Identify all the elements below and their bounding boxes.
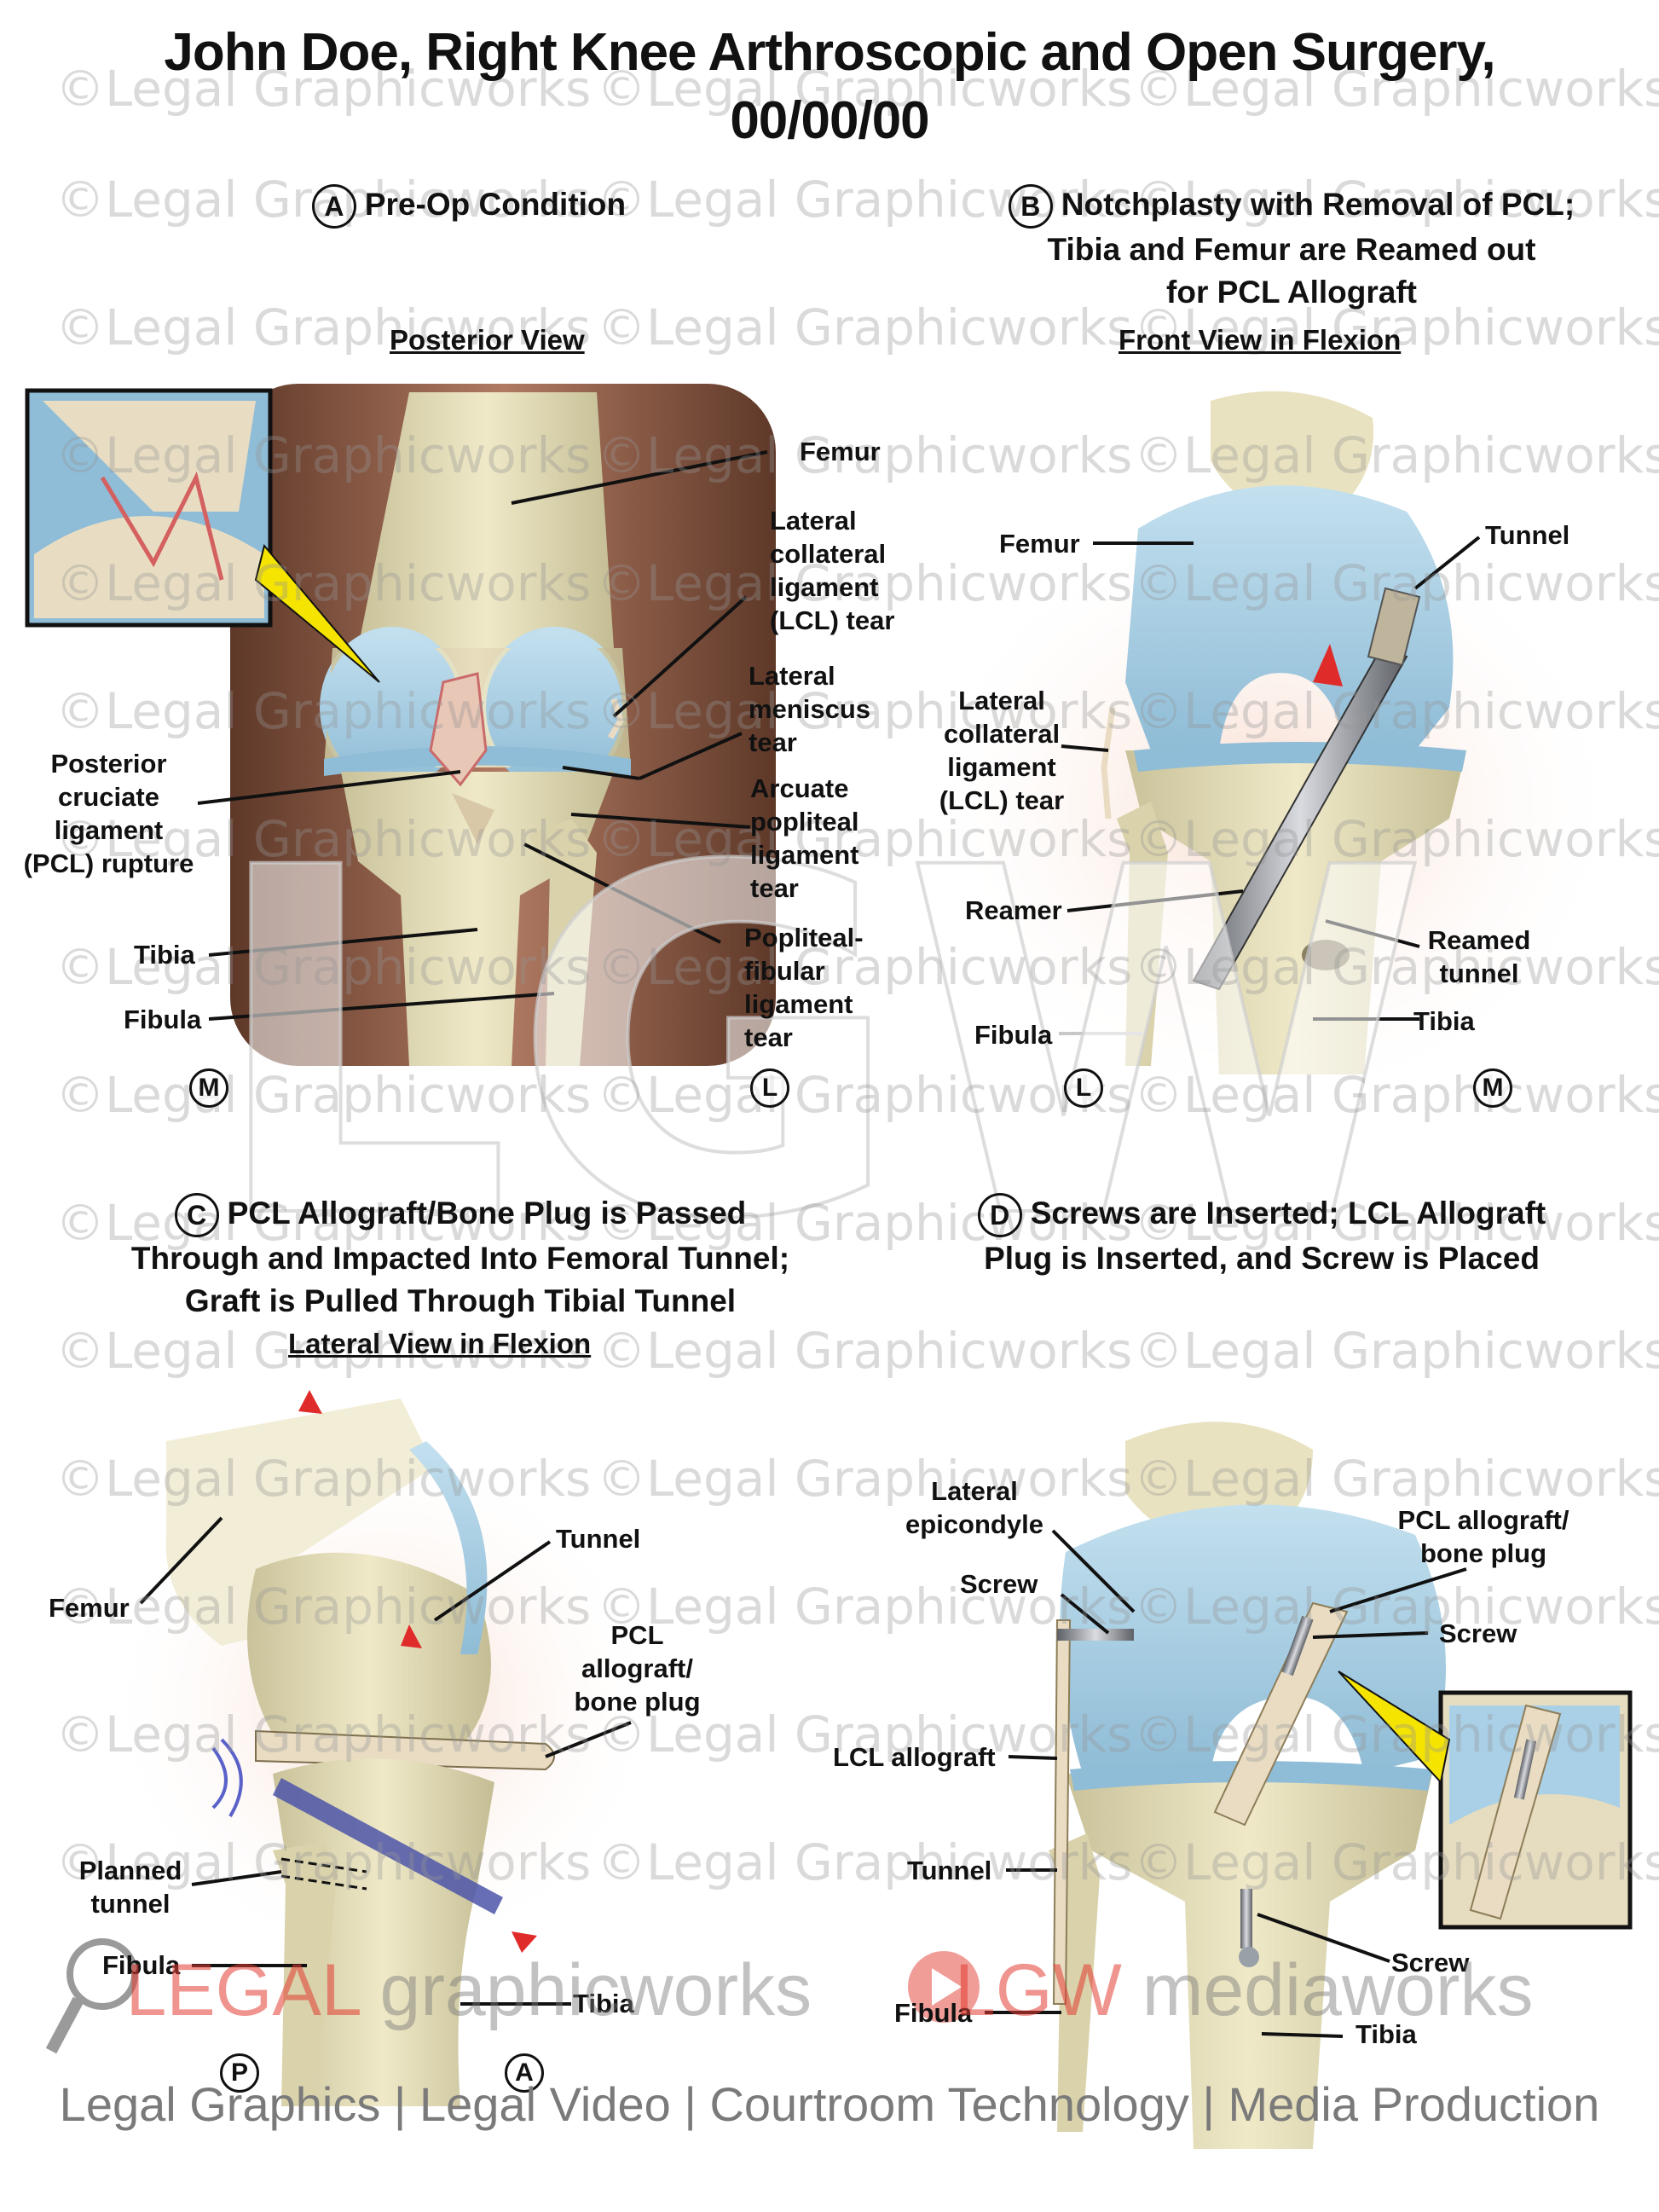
label-c-fibula: Fibula <box>102 1950 181 1980</box>
panel-b-illustration <box>912 391 1628 1117</box>
orient-b-left: L <box>1064 1068 1103 1108</box>
fibula-b <box>1117 802 1168 1066</box>
label-c-planned-tunnel: Planned tunnel <box>78 1856 182 1919</box>
orient-a-right: L <box>750 1068 789 1108</box>
label-a-pcl: Posterior cruciate ligament (PCL) ruptur… <box>23 749 194 878</box>
label-d-screw-2: Screw <box>1439 1618 1517 1648</box>
femoral-condyle-c <box>247 1552 491 1748</box>
fibula-c <box>273 1842 337 2106</box>
label-a-popliteal: Popliteal- fibular ligament tear <box>744 923 864 1052</box>
label-d-pcl-allograft: PCL allograft/ bone plug <box>1397 1505 1569 1568</box>
cartilage-c <box>409 1441 488 1654</box>
femur-bone <box>358 392 614 648</box>
red-arrow-femur <box>298 1390 322 1414</box>
femoral-tunnel-drill <box>1367 587 1421 667</box>
tibial-tunnel-graft <box>273 1778 503 1914</box>
label-d-screw-3: Screw <box>1391 1948 1470 1977</box>
magnifier-icon <box>45 1938 138 2054</box>
label-a-meniscus: Lateral meniscus tear <box>749 661 871 757</box>
label-d-tunnel: Tunnel <box>907 1856 992 1885</box>
lgw-overlay-logo: LGW <box>207 768 1430 1324</box>
screw-graft <box>1281 1615 1314 1676</box>
red-arrow-tunnel <box>401 1624 422 1648</box>
brand-legal: LEGAL <box>125 1949 360 2031</box>
label-d-lcl-allograft: LCL allograft <box>833 1742 996 1772</box>
label-d-fibula: Fibula <box>894 1998 973 2028</box>
lcl-tear <box>607 698 624 739</box>
panel-c-view-label: Lateral View in Flexion <box>288 1328 592 1359</box>
red-arrow-tibia <box>512 1931 537 1953</box>
panel-c-letter: C <box>174 1193 219 1238</box>
label-b-lcl: Lateral collateral ligament (LCL) tear <box>939 686 1065 815</box>
orient-a-left: M <box>189 1068 228 1108</box>
red-arrow <box>1313 644 1343 686</box>
brand-mediaworks: mediaworks <box>1142 1949 1534 2031</box>
panel-d-illustration <box>985 1422 1633 2149</box>
label-c-pcl-allograft: PCL allograft/ bone plug <box>574 1620 701 1717</box>
footer-tagline: Legal Graphics | Legal Video | Courtroom… <box>59 2077 1600 2131</box>
label-a-femur: Femur <box>800 437 881 466</box>
brand-lgw: LGW <box>954 1949 1122 2031</box>
screw-tibial <box>1240 1889 1252 1949</box>
orient-c-left: P <box>220 2053 259 2093</box>
panel-b-letter: B <box>1008 184 1053 229</box>
title-line-2: 00/00/00 <box>730 91 929 150</box>
lcl-allograft-d <box>1052 1619 1072 2005</box>
play-icon <box>908 1951 980 2023</box>
screw-femoral <box>1057 1629 1134 1641</box>
label-c-tibia: Tibia <box>573 1989 634 2018</box>
panel-a-view-label: Posterior View <box>390 324 585 356</box>
label-c-tunnel: Tunnel <box>556 1524 641 1554</box>
orient-b-right: M <box>1473 1068 1512 1108</box>
femur-shaft-c <box>165 1398 435 1646</box>
panel-c-illustration <box>102 1390 665 2106</box>
pcl-rupture <box>429 672 488 787</box>
label-a-lcl: Lateral collateral ligament (LCL) tear <box>770 506 895 635</box>
page-title: John Doe, Right Knee Arthroscopic and Op… <box>0 19 1659 155</box>
label-c-femur: Femur <box>49 1593 130 1623</box>
panel-d-letter: D <box>977 1193 1022 1238</box>
inset-pointer-d <box>1338 1671 1451 1785</box>
label-d-screw-1: Screw <box>960 1569 1038 1599</box>
panel-a-illustration <box>25 384 776 1066</box>
fibula-bone <box>529 819 597 1066</box>
label-a-fibula: Fibula <box>124 1005 202 1034</box>
panel-a-title: Pre-Op Condition <box>364 187 627 222</box>
label-d-lateral-epicondyle: Lateral epicondyle <box>905 1476 1043 1539</box>
label-b-reamer: Reamer <box>965 895 1062 925</box>
panel-a-letter: A <box>311 184 356 229</box>
label-d-tibia: Tibia <box>1356 2019 1417 2049</box>
label-b-tunnel: Tunnel <box>1485 520 1570 550</box>
title-line-1: John Doe, Right Knee Arthroscopic and Op… <box>164 23 1495 82</box>
label-a-tibia: Tibia <box>134 940 195 970</box>
label-b-reamed-tunnel: Reamed tunnel <box>1427 925 1531 988</box>
label-b-fibula: Fibula <box>974 1020 1053 1050</box>
tibia-c <box>273 1758 494 2106</box>
label-b-tibia: Tibia <box>1413 1006 1475 1036</box>
pcl-graft-plug <box>255 1729 555 1771</box>
inset-pointer <box>254 543 380 683</box>
label-b-femur: Femur <box>999 529 1080 559</box>
panel-b-view-label: Front View in Flexion <box>1119 324 1402 356</box>
tibia-plateau <box>1125 750 1466 1074</box>
femur-cartilage-d <box>1060 1504 1446 1774</box>
brand-graphicworks: graphicworks <box>379 1949 812 2031</box>
reamed-tunnel-opening <box>1302 940 1350 970</box>
meniscus-b <box>1134 742 1466 772</box>
footer-brand: LEGAL graphicworks LGW mediaworks <box>0 1949 1659 2033</box>
label-a-arcuate: Arcuate popliteal ligament tear <box>750 773 859 903</box>
orient-c-right: A <box>505 2053 544 2093</box>
